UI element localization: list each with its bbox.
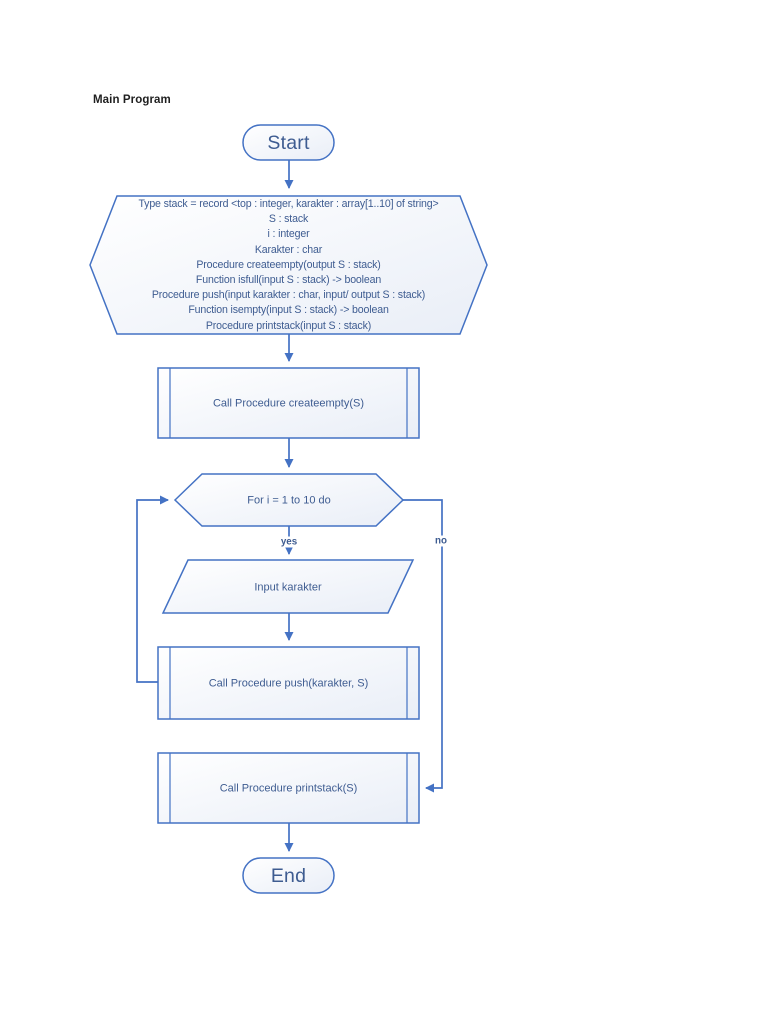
start-label: Start bbox=[267, 132, 310, 154]
printstack-predefined-shape bbox=[157, 752, 420, 824]
start-terminal-shape bbox=[242, 124, 335, 161]
declaration-line: S : stack bbox=[268, 213, 309, 226]
input-label: Input karakter bbox=[254, 581, 322, 594]
connector-push-loopback bbox=[136, 495, 169, 683]
declaration-line: Karakter : char bbox=[254, 243, 323, 256]
loop-yes-label: yes bbox=[278, 536, 300, 548]
declaration-line: Procedure printstack(input S : stack) bbox=[205, 319, 372, 332]
printstack-label: Call Procedure printstack(S) bbox=[219, 782, 358, 795]
declaration-hexagon-shape bbox=[89, 195, 488, 335]
createempty-predefined-shape bbox=[157, 367, 420, 439]
declaration-line: Function isempty(input S : stack) -> boo… bbox=[188, 304, 389, 317]
declaration-line: Procedure push(input karakter : char, in… bbox=[151, 289, 426, 302]
declaration-line: i : integer bbox=[267, 228, 310, 241]
page-title: Main Program bbox=[93, 94, 171, 106]
createempty-label: Call Procedure createempty(S) bbox=[212, 397, 365, 410]
loop-no-label: no bbox=[433, 535, 449, 547]
declaration-line: Procedure createempty(output S : stack) bbox=[196, 258, 381, 271]
declaration-text: Type stack = record <top : integer, kara… bbox=[90, 197, 487, 334]
declaration-line: Function isfull(input S : stack) -> bool… bbox=[195, 274, 382, 287]
end-terminal-shape bbox=[242, 857, 335, 894]
end-label: End bbox=[270, 865, 307, 887]
loop-condition-label: For i = 1 to 10 do bbox=[247, 494, 331, 507]
push-label: Call Procedure push(karakter, S) bbox=[208, 677, 369, 690]
connector-loop-no-to-printstack bbox=[403, 499, 443, 793]
input-parallelogram-shape bbox=[161, 559, 415, 614]
loop-hexagon-shape bbox=[173, 473, 405, 527]
push-predefined-shape bbox=[157, 646, 420, 720]
declaration-line: Type stack = record <top : integer, kara… bbox=[138, 198, 439, 210]
